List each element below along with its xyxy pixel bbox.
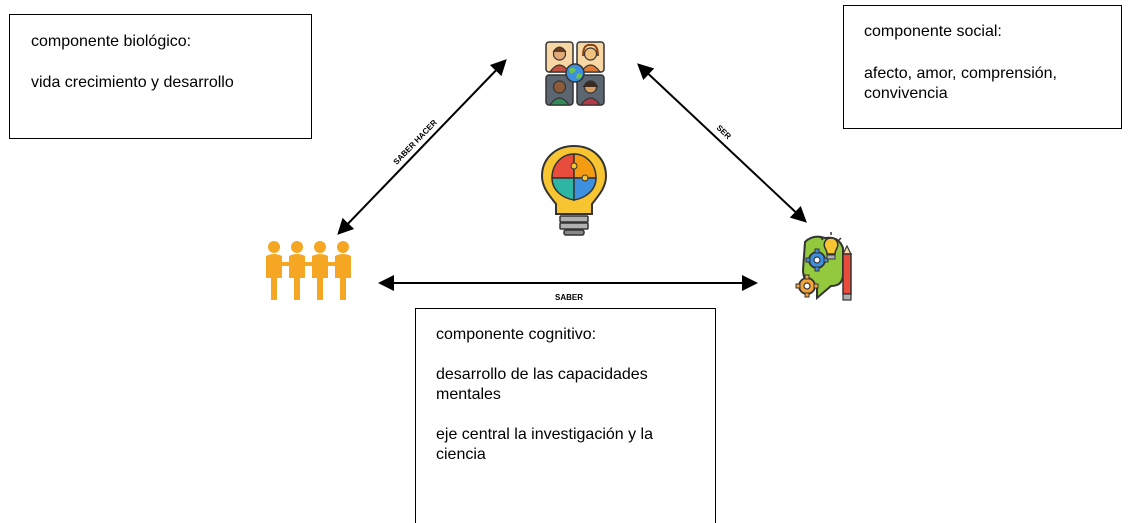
cognitive-component-title: componente cognitivo: (436, 326, 597, 343)
edge-label-saber-hacer: SABER HACER (392, 118, 439, 167)
cognitive-component-text-1: desarrollo de las capacidades mentales (436, 366, 648, 403)
puzzle-lightbulb-icon (540, 144, 608, 236)
diverse-people-globe-icon (545, 41, 605, 106)
cognitive-component-box: componente cognitivo: desarrollo de las … (415, 308, 716, 523)
group-of-people-icon (266, 241, 351, 300)
social-component-title: componente social: (864, 23, 1002, 40)
biological-component-box: componente biológico: vida crecimiento y… (9, 14, 312, 139)
cognitive-component-text-2: eje central la investigación y la cienci… (436, 426, 654, 463)
biological-component-text: vida crecimiento y desarrollo (31, 74, 234, 91)
biological-component-title: componente biológico: (31, 33, 192, 50)
edge-saber-hacer-arrow (337, 59, 507, 235)
edge-label-saber: SABER (555, 293, 583, 302)
creative-thinking-gears-icon (795, 232, 852, 301)
edge-ser-arrow (637, 63, 807, 223)
social-component-text: afecto, amor, comprensión, convivencia (864, 65, 1057, 102)
social-component-box: componente social: afecto, amor, compren… (843, 5, 1122, 129)
